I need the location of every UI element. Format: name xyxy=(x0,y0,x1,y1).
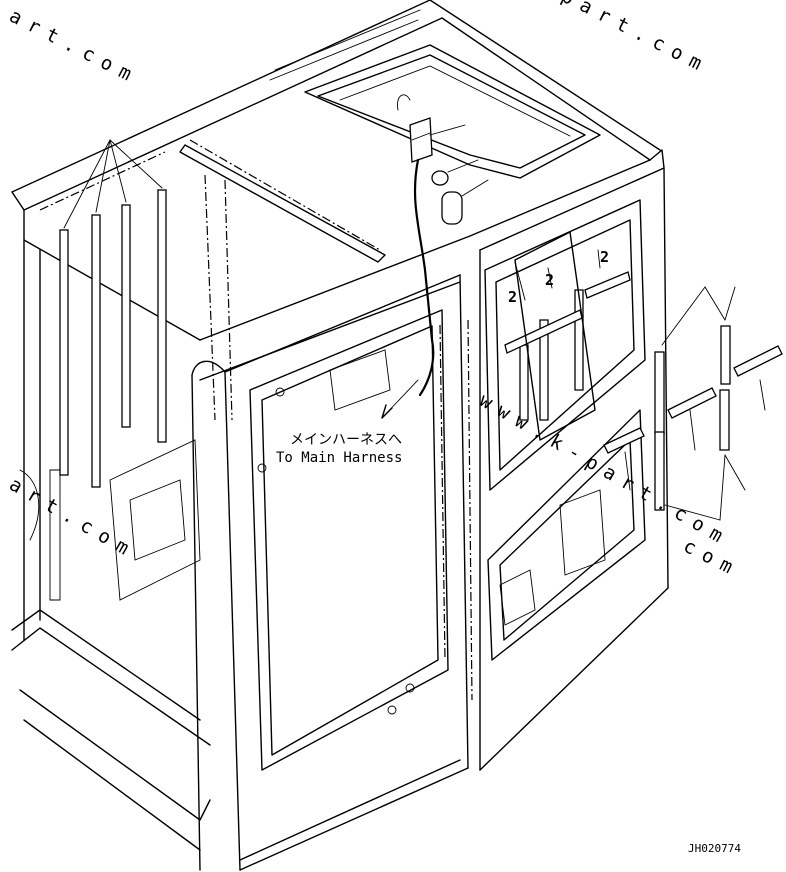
left-window-seals xyxy=(59,139,167,488)
cab-front-pillar xyxy=(191,274,469,871)
part-number-label: 2 xyxy=(545,271,554,289)
watermark-text: part.com xyxy=(558,0,714,79)
cab-right-side xyxy=(459,167,669,771)
cab-roof xyxy=(11,0,665,341)
harness-callout-en: To Main Harness xyxy=(276,450,402,466)
watermark-text: art.com xyxy=(6,473,141,564)
front-window-frame xyxy=(249,309,449,771)
cab-left-frame xyxy=(11,174,233,851)
harness-callout-jp: メインハーネスへ xyxy=(290,432,402,448)
watermark-text: art.com xyxy=(6,5,143,90)
drawing-code: JH020774 xyxy=(688,842,741,855)
part-number-label: 2 xyxy=(508,288,517,306)
part-number-label: 2 xyxy=(600,248,609,266)
dome-lamp-assembly xyxy=(381,94,489,419)
loose-seal-parts xyxy=(603,286,783,521)
door-window-seals xyxy=(504,231,631,441)
